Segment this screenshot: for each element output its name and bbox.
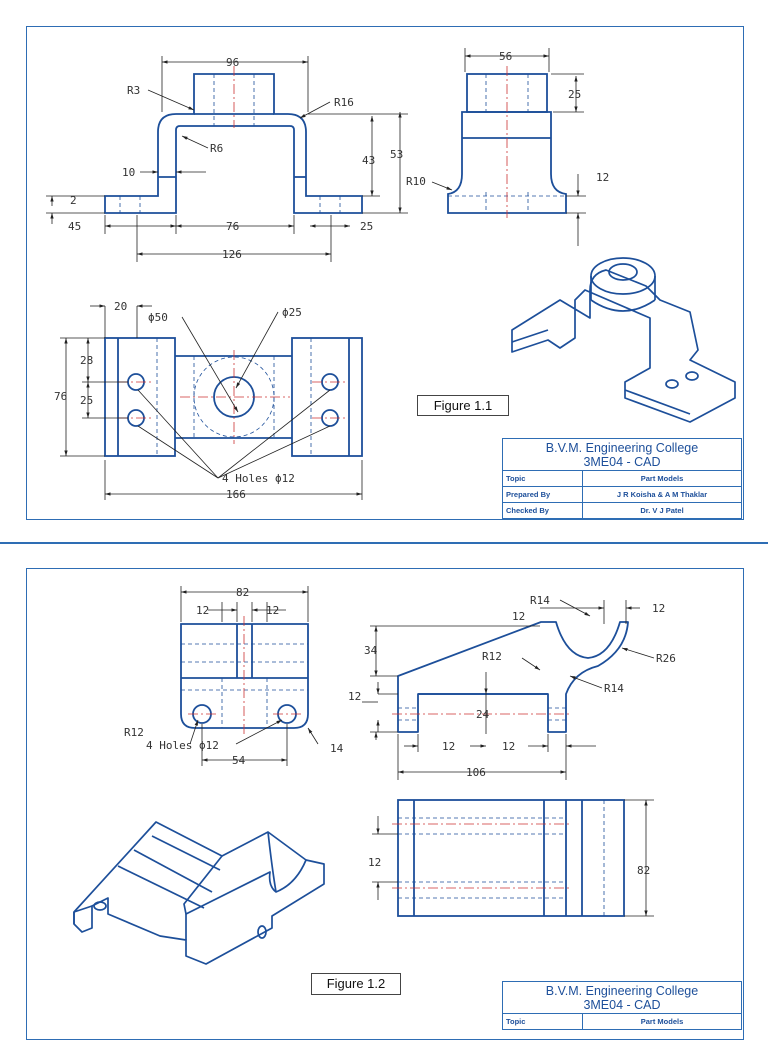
dim-10: 10 [122, 166, 135, 179]
isometric-view-2 [73, 821, 325, 965]
dim-106: 106 [466, 766, 486, 779]
row-value: Dr. V J Patel [640, 506, 684, 515]
figure-2-label: Figure 1.2 [311, 973, 401, 995]
dim-28: 28 [80, 354, 93, 367]
drawing-frame-1 [26, 26, 744, 520]
dim-phi50: ϕ50 [148, 311, 168, 324]
title-block-header: B.V.M. Engineering College 3ME04 - CAD [502, 438, 742, 471]
bottom-hidden-lines [398, 800, 605, 916]
dim-12-e: 12 [348, 690, 361, 703]
dim-12-a: 12 [196, 604, 209, 617]
dim-82-vertical: 82 [637, 864, 650, 877]
dim-phi25: ϕ25 [282, 306, 302, 319]
front-hidden-lines [119, 74, 341, 213]
dimension-labels-2: 82 12 12 R12 4 Holes ϕ12 54 14 R14 12 12… [124, 586, 676, 877]
left-view [180, 623, 309, 729]
dim-r3: R3 [127, 84, 140, 97]
row-key: Topic [503, 1014, 583, 1029]
college-name: B.V.M. Engineering College [545, 441, 699, 455]
dim-r6: R6 [210, 142, 223, 155]
dim-r12-a: R12 [124, 726, 144, 739]
left-hidden-lines [181, 643, 308, 728]
course-code: 3ME04 - CAD [583, 998, 661, 1012]
dimension-labels: 96 56 R3 R16 R6 25 43 53 10 R10 12 2 45 … [54, 50, 609, 501]
drawing-sheet-2: 82 12 12 R12 4 Holes ϕ12 54 14 R14 12 12… [0, 544, 768, 1040]
front-view-2 [397, 621, 629, 733]
title-block-row: Topic Part Models [502, 471, 742, 487]
row-value: Part Models [640, 474, 684, 483]
bottom-centerlines [392, 823, 572, 889]
dim-r14-a: R14 [530, 594, 550, 607]
sheet-separator [0, 542, 768, 544]
dim-12: 12 [596, 171, 609, 184]
front-view [104, 73, 363, 214]
dim-24: 24 [476, 708, 490, 721]
dim-45: 45 [68, 220, 81, 233]
dim-25-base: 25 [360, 220, 373, 233]
dim-r10: R10 [406, 175, 426, 188]
course-code: 3ME04 - CAD [583, 455, 661, 469]
figure-1-label: Figure 1.1 [417, 395, 509, 416]
title-block-header: B.V.M. Engineering College 3ME04 - CAD [502, 981, 742, 1014]
dim-12-g: 12 [502, 740, 515, 753]
row-value: J R Koisha & A M Thaklar [616, 490, 708, 499]
title-block-row: Prepared By J R Koisha & A M Thaklar [502, 487, 742, 503]
dim-96: 96 [226, 56, 239, 69]
row-key: Checked By [503, 503, 583, 518]
dimension-lines-2 [180, 586, 655, 917]
dim-76-vertical: 76 [54, 390, 67, 403]
dim-12-d: 12 [652, 602, 665, 615]
front2-hidden-lines [398, 707, 566, 721]
dim-12-b: 12 [266, 604, 279, 617]
top-centerlines [118, 350, 348, 444]
row-key: Prepared By [503, 487, 583, 502]
left-centerlines [188, 616, 301, 734]
row-key: Topic [503, 471, 583, 486]
dimension-lines [46, 48, 586, 500]
bottom-view [397, 799, 625, 917]
dim-43: 43 [362, 154, 375, 167]
dim-76: 76 [226, 220, 239, 233]
college-name: B.V.M. Engineering College [545, 984, 699, 998]
dim-12-f: 12 [442, 740, 455, 753]
isometric-view [511, 257, 736, 423]
dim-holes-2: 4 Holes ϕ12 [146, 739, 219, 752]
title-block-2: B.V.M. Engineering College 3ME04 - CAD T… [502, 981, 742, 1030]
dim-82: 82 [236, 586, 249, 599]
dim-126: 126 [222, 248, 242, 261]
figure-1-drawing: 96 56 R3 R16 R6 25 43 53 10 R10 12 2 45 … [46, 48, 736, 501]
dim-20: 20 [114, 300, 127, 313]
dim-54: 54 [232, 754, 246, 767]
dim-12-h: 12 [368, 856, 381, 869]
dim-25-top: 25 [568, 88, 581, 101]
dim-12-c: 12 [512, 610, 525, 623]
dim-2: 2 [70, 194, 77, 207]
dim-14: 14 [330, 742, 344, 755]
dim-r16: R16 [334, 96, 354, 109]
drawing-sheet-1: 96 56 R3 R16 R6 25 43 53 10 R10 12 2 45 … [26, 26, 744, 520]
title-block-row: Topic Part Models [502, 1014, 742, 1030]
dim-56: 56 [499, 50, 512, 63]
dim-r26: R26 [656, 652, 676, 665]
title-block-row: Checked By Dr. V J Patel [502, 503, 742, 519]
dim-holes: 4 Holes ϕ12 [222, 472, 295, 485]
dim-166: 166 [226, 488, 246, 501]
top-view [104, 337, 363, 457]
title-block-1: B.V.M. Engineering College 3ME04 - CAD T… [502, 438, 742, 519]
dim-53: 53 [390, 148, 403, 161]
row-value: Part Models [640, 1017, 684, 1026]
figure-2-drawing: 82 12 12 R12 4 Holes ϕ12 54 14 R14 12 12… [73, 586, 676, 965]
dim-34: 34 [364, 644, 378, 657]
dim-r14-b: R14 [604, 682, 624, 695]
dim-25-hole: 25 [80, 394, 93, 407]
dim-r12-b: R12 [482, 650, 502, 663]
